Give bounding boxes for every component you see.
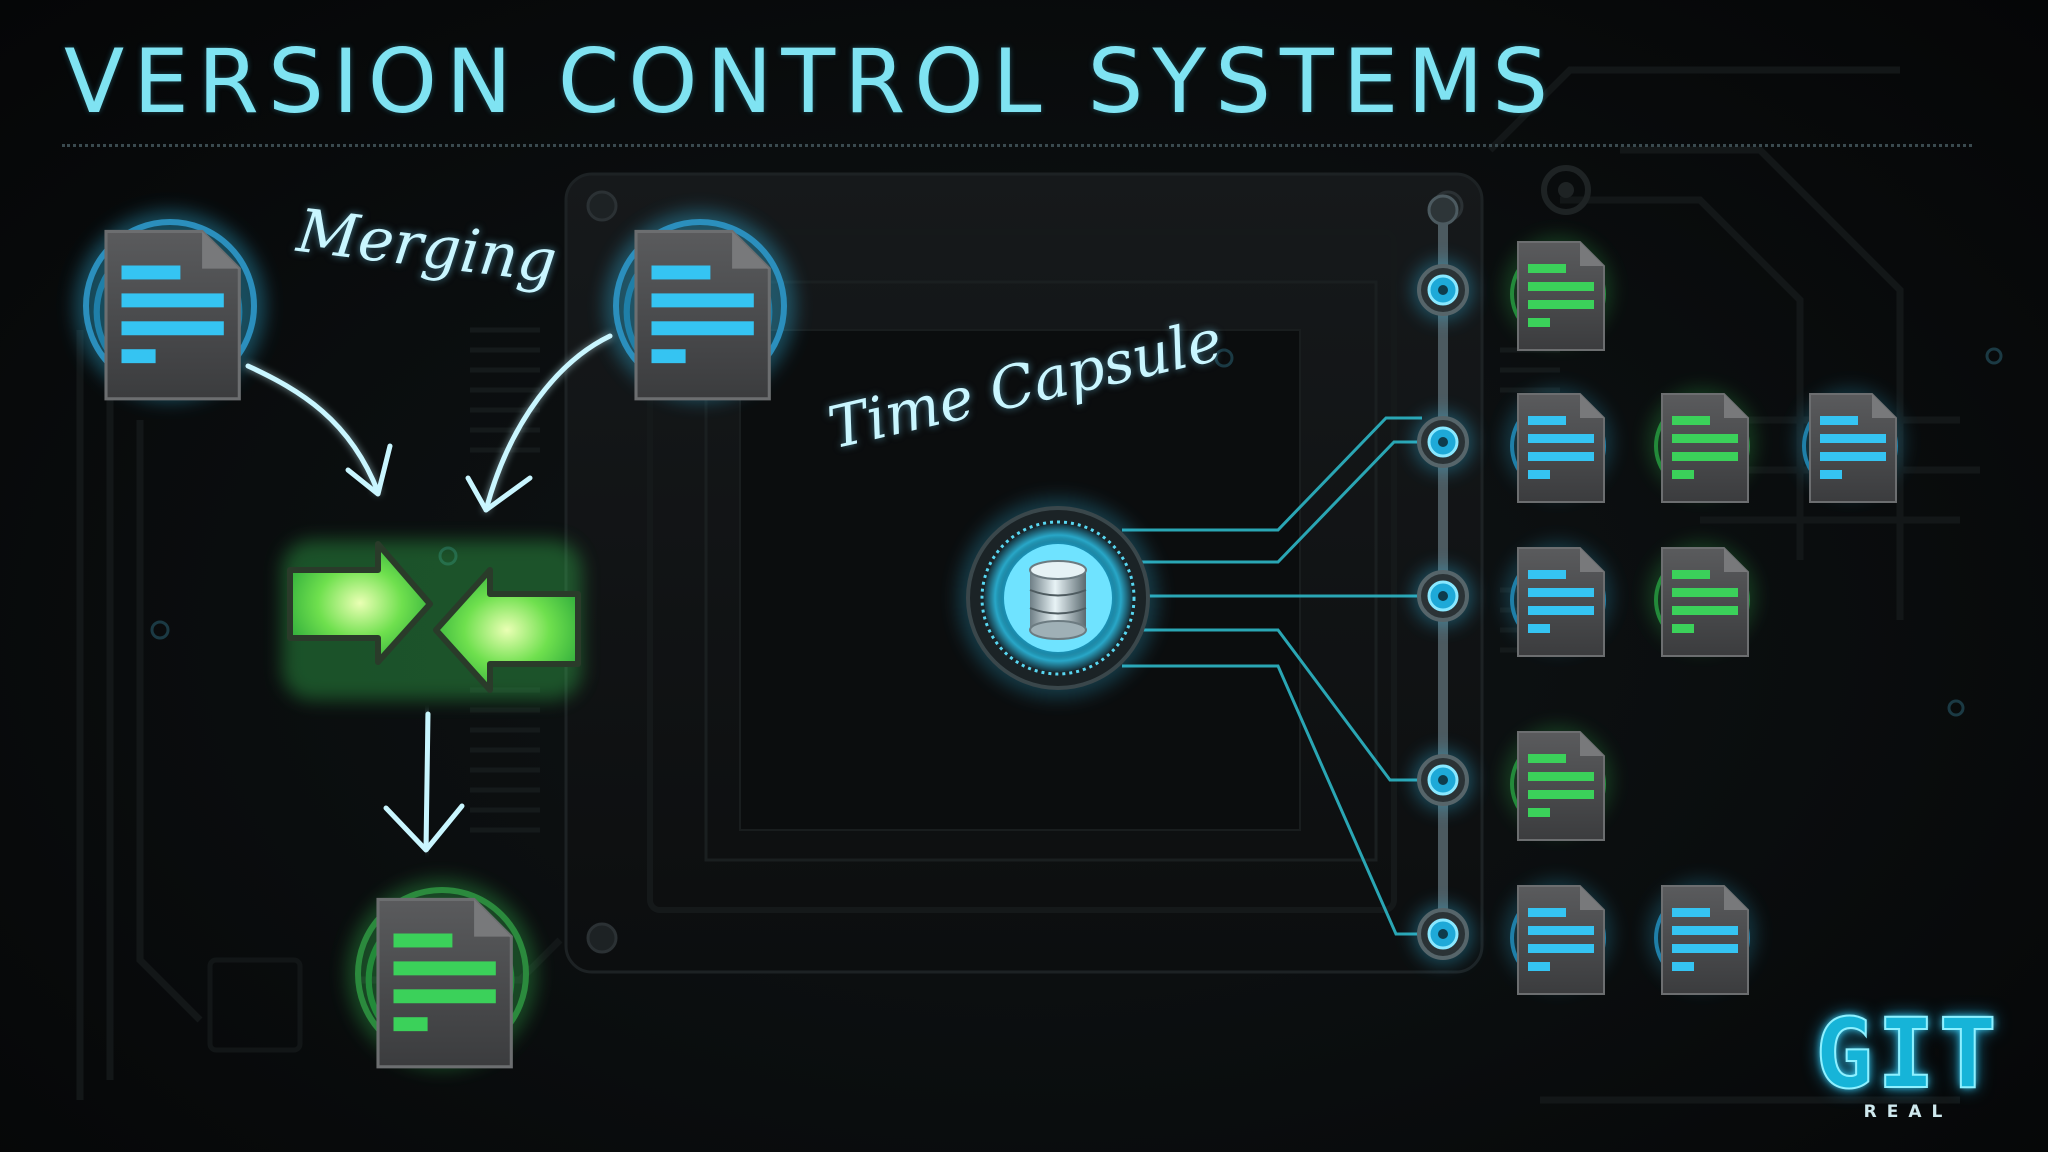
version-document-blue bbox=[1796, 388, 1904, 504]
logo-sub-text: REAL bbox=[1863, 1102, 1953, 1122]
timeline-node-icon bbox=[1413, 566, 1473, 626]
version-document-blue bbox=[1504, 388, 1612, 504]
merged-document bbox=[347, 879, 537, 1069]
timeline-traces bbox=[1122, 416, 1422, 936]
timeline-node-icon bbox=[1413, 750, 1473, 810]
slide-title: VERSION CONTROL SYSTEMS bbox=[64, 30, 1558, 133]
merge-arrow-down bbox=[383, 711, 465, 853]
version-document-blue bbox=[1504, 542, 1612, 658]
database-icon bbox=[958, 498, 1158, 698]
merge-source-document-right bbox=[605, 211, 795, 401]
git-real-logo: GIT REAL bbox=[1798, 998, 2018, 1122]
timeline-node-icon bbox=[1413, 904, 1473, 964]
merge-arrow-right bbox=[465, 333, 613, 513]
version-document-green bbox=[1504, 236, 1612, 352]
version-document-green bbox=[1504, 726, 1612, 842]
merge-arrow-left bbox=[245, 363, 393, 497]
version-document-green bbox=[1648, 388, 1756, 504]
version-document-green bbox=[1648, 542, 1756, 658]
merge-source-document-left bbox=[75, 211, 265, 401]
timeline-node-icon bbox=[1413, 260, 1473, 320]
merge-arrows-icon bbox=[282, 540, 582, 700]
version-document-blue bbox=[1504, 880, 1612, 996]
title-divider bbox=[62, 144, 1972, 147]
version-document-blue bbox=[1648, 880, 1756, 996]
logo-main-text: GIT bbox=[1814, 998, 2001, 1110]
timeline-node-icon bbox=[1413, 412, 1473, 472]
